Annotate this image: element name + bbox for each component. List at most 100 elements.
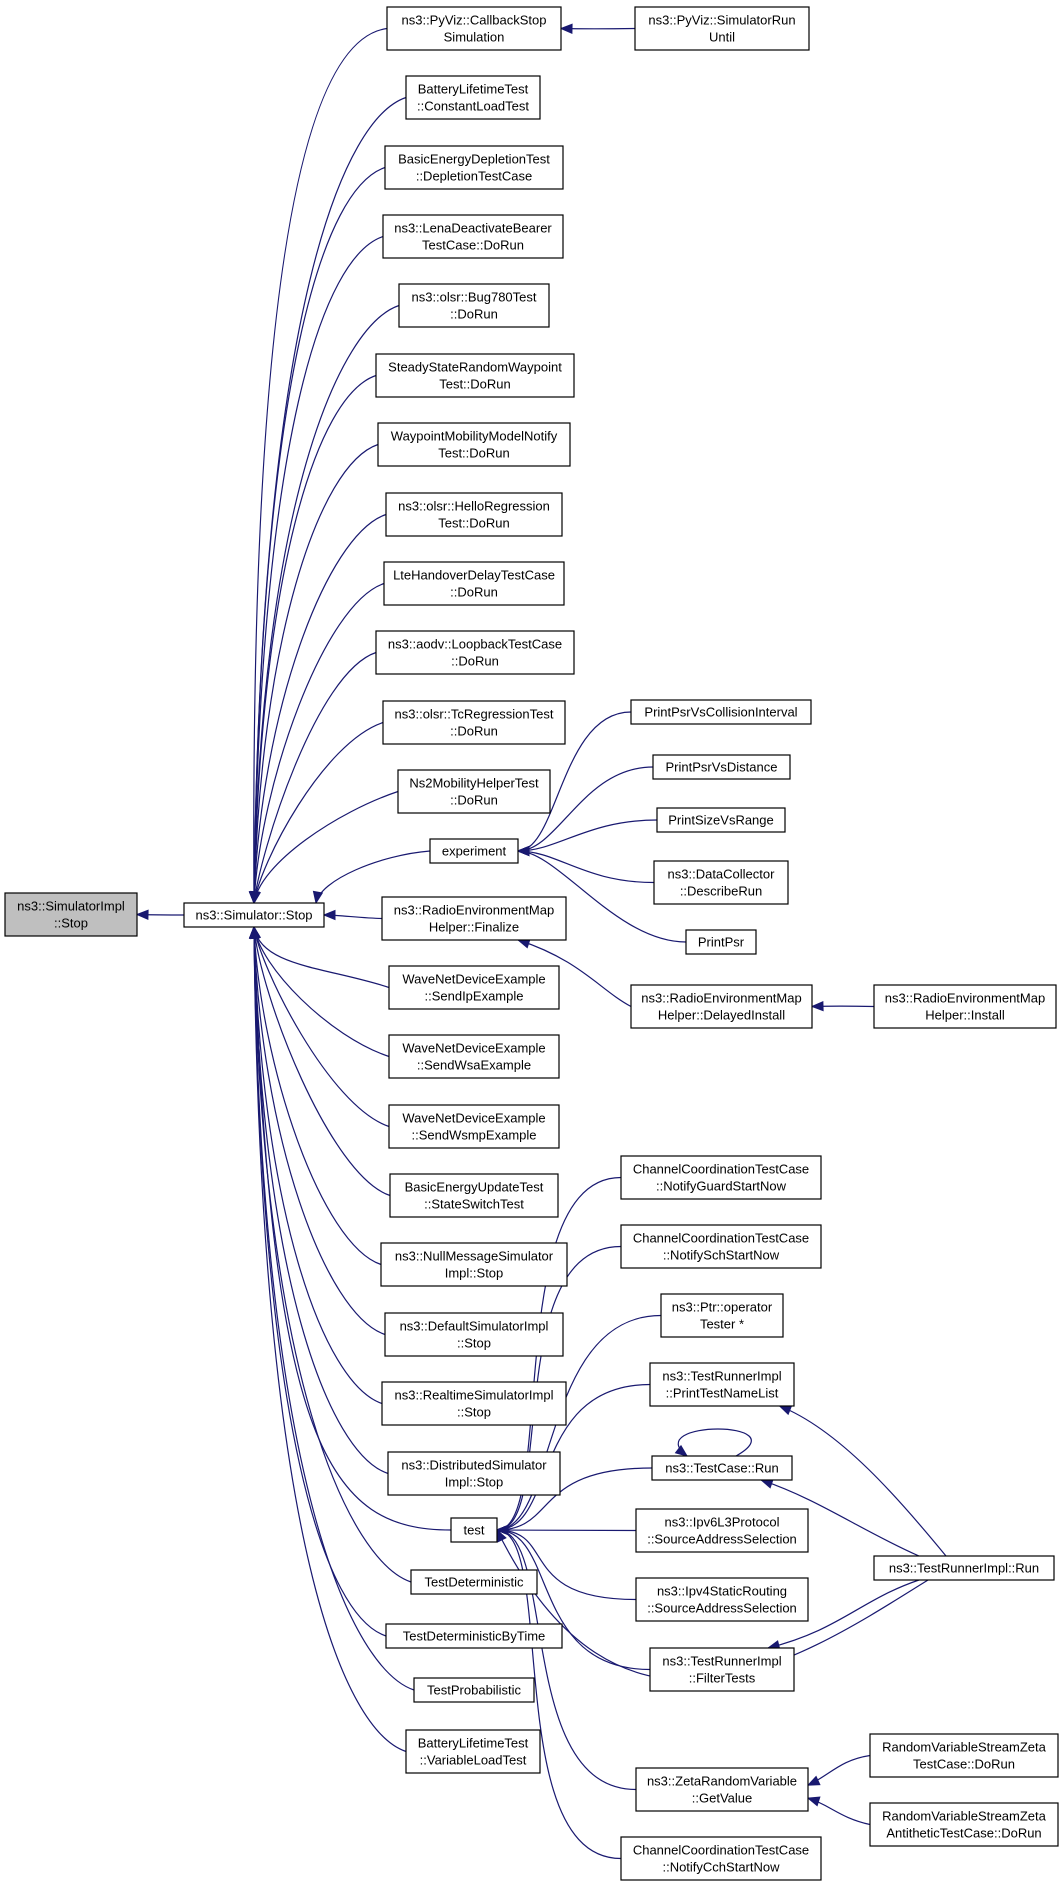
node-box[interactable] xyxy=(630,699,812,725)
node-box[interactable] xyxy=(635,1767,809,1812)
node-ppcollision[interactable]: PrintPsrVsCollisionInterval xyxy=(630,699,812,725)
node-zetaget[interactable]: ns3::ZetaRandomVariable::GetValue xyxy=(635,1767,809,1812)
node-box[interactable] xyxy=(384,1312,564,1357)
node-box[interactable] xyxy=(385,492,563,537)
node-box[interactable] xyxy=(620,1155,822,1200)
node-wavesendwsa[interactable]: WaveNetDeviceExample::SendWsaExample xyxy=(388,1034,560,1079)
node-box[interactable] xyxy=(873,984,1057,1029)
node-box[interactable] xyxy=(405,1729,541,1774)
node-ipv4src[interactable]: ns3::Ipv4StaticRouting::SourceAddressSel… xyxy=(635,1577,809,1622)
node-wavesendip[interactable]: WaveNetDeviceExample::SendIpExample xyxy=(388,965,560,1010)
node-box[interactable] xyxy=(405,75,541,120)
node-box[interactable] xyxy=(387,1451,561,1496)
node-ccsch[interactable]: ChannelCoordinationTestCase::NotifySchSt… xyxy=(620,1224,822,1269)
node-basicdepl[interactable]: BasicEnergyDepletionTest::DepletionTestC… xyxy=(384,145,564,190)
node-printpsr[interactable]: PrintPsr xyxy=(685,929,757,955)
node-box[interactable] xyxy=(649,1362,795,1407)
node-box[interactable] xyxy=(653,860,789,905)
node-basicupdate[interactable]: BasicEnergyUpdateTest::StateSwitchTest xyxy=(389,1173,559,1218)
node-box[interactable] xyxy=(410,1569,538,1595)
node-box[interactable] xyxy=(620,1836,822,1881)
node-testprob[interactable]: TestProbabilistic xyxy=(413,1677,535,1703)
node-test[interactable]: test xyxy=(450,1517,498,1543)
node-box[interactable] xyxy=(429,838,519,864)
node-box[interactable] xyxy=(685,929,757,955)
node-remdelayed[interactable]: ns3::RadioEnvironmentMapHelper::DelayedI… xyxy=(630,984,813,1029)
node-box[interactable] xyxy=(377,422,571,467)
node-ipv6src[interactable]: ns3::Ipv6L3Protocol::SourceAddressSelect… xyxy=(635,1508,809,1553)
node-trfilter[interactable]: ns3::TestRunnerImpl::FilterTests xyxy=(649,1647,795,1692)
node-box[interactable] xyxy=(413,1677,535,1703)
node-battconst[interactable]: BatteryLifetimeTest::ConstantLoadTest xyxy=(405,75,541,120)
node-box[interactable] xyxy=(630,984,813,1029)
node-box[interactable] xyxy=(388,965,560,1010)
node-box[interactable] xyxy=(620,1224,822,1269)
node-cccch[interactable]: ChannelCoordinationTestCase::NotifyCchSt… xyxy=(620,1836,822,1881)
node-box[interactable] xyxy=(375,630,575,675)
node-root[interactable]: ns3::SimulatorImpl::Stop xyxy=(4,892,138,937)
node-box[interactable] xyxy=(4,892,138,937)
node-ltehandover[interactable]: LteHandoverDelayTestCase::DoRun xyxy=(383,561,565,606)
node-box[interactable] xyxy=(183,902,325,928)
node-box[interactable] xyxy=(450,1517,498,1543)
node-box[interactable] xyxy=(869,1733,1059,1778)
node-ppdistance[interactable]: PrintPsrVsDistance xyxy=(652,754,791,780)
node-box[interactable] xyxy=(383,561,565,606)
node-box[interactable] xyxy=(635,1508,809,1553)
node-box[interactable] xyxy=(397,769,551,814)
node-box[interactable] xyxy=(652,754,791,780)
node-box[interactable] xyxy=(381,1381,567,1426)
node-psrange[interactable]: PrintSizeVsRange xyxy=(656,807,786,833)
node-box[interactable] xyxy=(388,1034,560,1079)
node-realtimesim[interactable]: ns3::RealtimeSimulatorImpl::Stop xyxy=(381,1381,567,1426)
node-defaultsim[interactable]: ns3::DefaultSimulatorImpl::Stop xyxy=(384,1312,564,1357)
node-aodvloop[interactable]: ns3::aodv::LoopbackTestCase::DoRun xyxy=(375,630,575,675)
node-trrun[interactable]: ns3::TestRunnerImpl::Run xyxy=(873,1555,1055,1581)
node-testdet[interactable]: TestDeterministic xyxy=(410,1569,538,1595)
node-box[interactable] xyxy=(398,283,550,328)
node-box[interactable] xyxy=(375,353,575,398)
node-wavesendwsmp[interactable]: WaveNetDeviceExample::SendWsmpExample xyxy=(388,1104,560,1149)
node-box[interactable] xyxy=(386,6,562,51)
node-box[interactable] xyxy=(385,1623,563,1649)
node-box[interactable] xyxy=(382,214,564,259)
node-trprintlist[interactable]: ns3::TestRunnerImpl::PrintTestNameList xyxy=(649,1362,795,1407)
node-tcreg[interactable]: ns3::olsr::TcRegressionTest::DoRun xyxy=(382,700,566,745)
node-testcaserun[interactable]: ns3::TestCase::Run xyxy=(651,1455,793,1481)
node-box[interactable] xyxy=(660,1293,784,1338)
node-rvzetaanti[interactable]: RandomVariableStreamZetaAntitheticTestCa… xyxy=(869,1802,1059,1847)
node-ccguard[interactable]: ChannelCoordinationTestCase::NotifyGuard… xyxy=(620,1155,822,1200)
node-box[interactable] xyxy=(380,1242,568,1287)
node-battvar[interactable]: BatteryLifetimeTest::VariableLoadTest xyxy=(405,1729,541,1774)
node-ns2mob[interactable]: Ns2MobilityHelperTest::DoRun xyxy=(397,769,551,814)
node-box[interactable] xyxy=(634,6,810,51)
node-datacoll[interactable]: ns3::DataCollector::DescribeRun xyxy=(653,860,789,905)
node-testdettime[interactable]: TestDeterministicByTime xyxy=(385,1623,563,1649)
node-box[interactable] xyxy=(384,145,564,190)
node-box[interactable] xyxy=(388,1104,560,1149)
node-box[interactable] xyxy=(656,807,786,833)
node-box[interactable] xyxy=(869,1802,1059,1847)
node-box[interactable] xyxy=(382,700,566,745)
node-box[interactable] xyxy=(649,1647,795,1692)
node-box[interactable] xyxy=(381,896,567,941)
node-box[interactable] xyxy=(635,1577,809,1622)
node-experiment[interactable]: experiment xyxy=(429,838,519,864)
node-box[interactable] xyxy=(873,1555,1055,1581)
node-box[interactable] xyxy=(651,1455,793,1481)
node-box[interactable] xyxy=(389,1173,559,1218)
node-simstop[interactable]: ns3::Simulator::Stop xyxy=(183,902,325,928)
node-bug780[interactable]: ns3::olsr::Bug780Test::DoRun xyxy=(398,283,550,328)
